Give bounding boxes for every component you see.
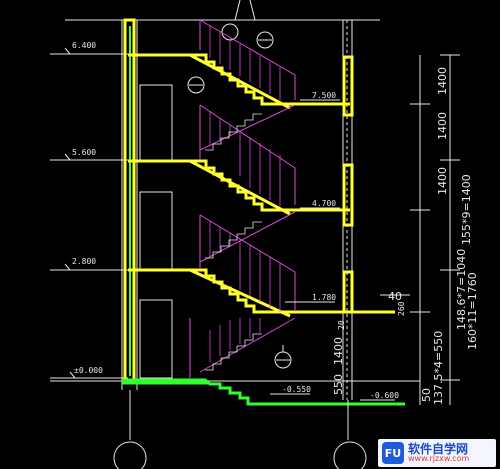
dim-148-6x7: 148.6*7=1040 [455,249,468,330]
dimension-lines [410,54,460,405]
level-label-0: ±0.000 [74,366,103,375]
landing-label-outer: -0.600 [370,391,399,400]
dim-155x9: 155*9=1400 [460,174,473,245]
dim-1400-d: 1400 [332,337,345,365]
watermark-logo: FU [382,442,404,464]
stair-flights [189,53,395,318]
ground-slab [122,378,405,406]
level-label-6400: 6.400 [72,41,96,50]
foundation [113,390,367,469]
landing-label-ground: -0.550 [282,385,311,394]
level-lines [50,47,420,382]
stair-treads [205,113,262,371]
dim-20: 20 [337,320,346,330]
dim-550: 550 [332,374,345,395]
level-label-5600: 5.600 [72,148,96,157]
left-wall [121,18,138,390]
level-label-2800: 2.800 [72,257,96,266]
top-outline [65,0,380,41]
dim-40: 40 [388,290,402,303]
handrails [189,19,296,378]
watermark-badge: FU 软件自学网 www.rjzxw.com [378,439,496,467]
section-markers [187,31,292,369]
landing-label-1780: 1.780 [312,293,336,302]
dim-1400-c: 1400 [436,167,449,195]
balusters [209,26,281,362]
dim-1400-a: 1400 [436,67,449,95]
landing-marks [270,99,410,401]
dim-160x11: 160*11=1760 [466,272,479,350]
dim-137-5x4: 137.5*4=550 [432,331,445,405]
watermark-title: 软件自学网 [408,442,469,456]
watermark-url: www.rjzxw.com [408,454,470,463]
landing-label-7500: 7.500 [312,91,336,100]
floor-slabs [128,53,200,272]
landing-label-4700: 4.700 [312,199,336,208]
dim-50: 50 [420,388,433,402]
dim-1400-b: 1400 [436,112,449,140]
dim-260: 260 [397,301,406,316]
door-openings [139,84,173,379]
